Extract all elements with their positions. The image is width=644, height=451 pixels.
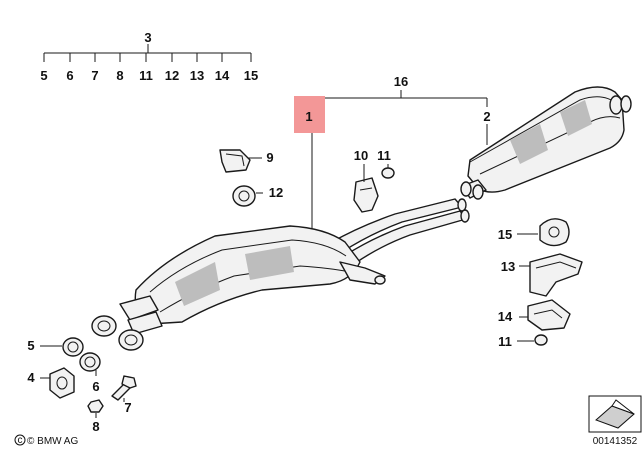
callout-1[interactable]: 1 [305,109,312,124]
brand-label: © BMW AG [27,436,78,447]
group-bracket-3 [43,44,252,62]
front-pipe-flanges [91,315,144,351]
callout-7[interactable]: 7 [124,400,131,415]
rubber-ring-15 [517,218,570,247]
bracket-14 [519,299,571,331]
callout-4[interactable]: 4 [27,370,35,385]
callout-3[interactable]: 3 [144,30,151,45]
bolt-7 [111,375,137,402]
callout-14[interactable]: 14 [498,309,513,324]
nut-8 [87,399,104,418]
group-item-8[interactable]: 8 [116,68,123,83]
brand-footer: c © BMW AG [14,434,78,447]
svg-text:c: c [18,435,23,446]
diagram-id: 00141352 [593,436,638,447]
group-3-items: 5 6 7 8 11 12 13 14 15 [40,68,258,83]
group-item-12[interactable]: 12 [165,68,179,83]
callout-8[interactable]: 8 [92,419,99,434]
callout-9[interactable]: 9 [266,150,273,165]
gasket-ring-5 [40,337,84,357]
bracket-13 [519,253,583,297]
callout-16[interactable]: 16 [394,74,408,89]
front-silencer [119,225,386,335]
rear-silencer [460,86,632,200]
folded-corner-icon [588,395,642,433]
hanger-10 [353,164,395,213]
callout-6[interactable]: 6 [92,379,99,394]
group-item-15[interactable]: 15 [244,68,258,83]
callout-1-highlight [294,96,325,133]
callout-15[interactable]: 15 [498,227,512,242]
sealing-ring-6 [79,352,101,376]
group-item-13[interactable]: 13 [190,68,204,83]
rubber-mount-12 [232,185,263,207]
nut-11-lower [517,334,548,346]
callout-11-top[interactable]: 11 [377,148,391,163]
callout-12[interactable]: 12 [269,185,283,200]
flange-plate-4 [40,367,75,399]
group-item-6[interactable]: 6 [66,68,73,83]
callout-11-lower[interactable]: 11 [498,334,512,349]
copyright-icon [14,434,26,446]
group-bracket-16 [325,90,488,145]
group-item-14[interactable]: 14 [215,68,230,83]
clamp-9 [219,149,262,173]
group-item-11[interactable]: 11 [139,68,153,83]
group-item-5[interactable]: 5 [40,68,47,83]
callout-13[interactable]: 13 [501,259,515,274]
callout-10[interactable]: 10 [354,148,368,163]
callout-5[interactable]: 5 [27,338,34,353]
callout-2[interactable]: 2 [483,109,490,124]
intermediate-pipes [329,198,470,265]
group-item-7[interactable]: 7 [91,68,98,83]
